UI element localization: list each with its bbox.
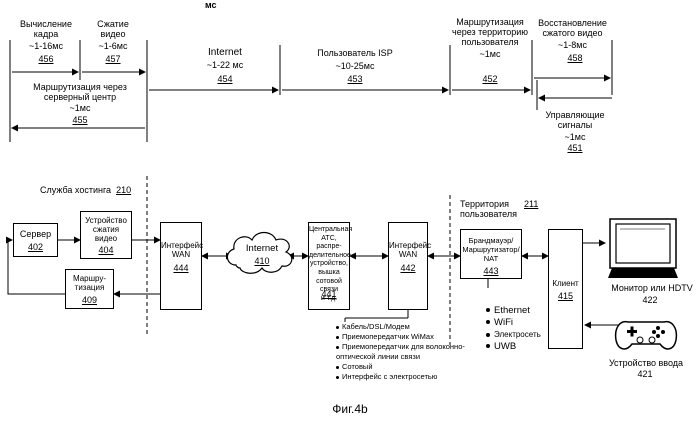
timing-isp-num: 453 (345, 74, 365, 84)
timing-compress-label: Сжатие видео (88, 19, 138, 39)
timing-compress-num: 457 (103, 54, 123, 64)
timing-compress-time: ~1-6мс (88, 41, 138, 51)
home-link-item: Электросеть (486, 329, 541, 341)
timing-user-routing-num: 452 (480, 74, 500, 84)
server-block: Сервер 402 (13, 223, 58, 257)
input-device-label: Устройство ввода (600, 358, 692, 368)
wan-type-item: Приемопередатчик для волоконно- оптическ… (336, 342, 465, 362)
client-block: Клиент 415 (548, 229, 583, 349)
timing-control-label: Управляющие сигналы (540, 110, 610, 130)
input-device-num: 421 (630, 369, 660, 379)
wan-type-item: Сотовый (336, 362, 465, 372)
timing-user-routing-time: ~1мс (470, 49, 510, 59)
home-links-list: Ethernet WiFi Электросеть UWB (486, 305, 541, 353)
section-hosting-label: Служба хостинга 210 (40, 185, 131, 195)
routing-block: Маршру- тизация 409 (65, 269, 114, 309)
home-link-item: WiFi (486, 317, 541, 329)
gamepad-icon (616, 322, 677, 349)
timing-frame-num: 456 (36, 54, 56, 64)
timing-internet-time: ~1-22 мс (190, 60, 260, 70)
wan-type-item: Приемопередатчик WiMax (336, 332, 465, 342)
wan-interface-442: Интерфейс WAN 442 (388, 222, 428, 310)
timing-control-num: 451 (565, 143, 585, 153)
timing-routing-time: ~1мс (60, 103, 100, 113)
internet-label: Internet (238, 244, 286, 254)
monitor-label: Монитор или HDTV (606, 283, 698, 293)
home-link-item: Ethernet (486, 305, 541, 317)
wan-types-list: Кабель/DSL/Модем Приемопередатчик WiMax … (336, 322, 465, 382)
timing-isp-label: Пользователь ISP (305, 48, 405, 58)
wan-type-item: Интерфейс с электросетью (336, 372, 465, 382)
timing-user-routing-label: Маршрутизация через территорию пользоват… (452, 17, 528, 47)
timing-isp-time: ~10-25мс (320, 61, 390, 71)
home-link-item: UWB (486, 341, 541, 353)
wan-interface-444: Интерфейс WAN 444 (160, 222, 202, 310)
monitor-icon (608, 219, 678, 278)
timing-decompress-label: Восстановление сжатого видео (535, 18, 610, 38)
timing-decompress-num: 458 (565, 53, 585, 63)
monitor-num: 422 (635, 295, 665, 305)
figure-caption: Фиг.4b (320, 402, 380, 416)
timing-routing-label: Маршрутизация через серверный центр (20, 82, 140, 102)
internet-num: 410 (252, 256, 272, 266)
timing-frame-time: ~1-16мс (16, 41, 76, 51)
wan-type-item: Кабель/DSL/Модем (336, 322, 465, 332)
compressor-block: Устройство сжатия видео 404 (80, 211, 132, 259)
timing-control-time: ~1мс (555, 132, 595, 142)
timing-routing-num: 455 (70, 115, 90, 125)
timing-internet-num: 454 (215, 74, 235, 84)
timing-internet-label: Internet (190, 48, 260, 58)
firewall-router-block: Брандмауэр/ Маршрутизатор/ NAT 443 (460, 229, 522, 279)
top-unit-label: мс (205, 0, 217, 10)
section-user-num: 211 (524, 199, 538, 209)
timing-decompress-time: ~1-8мс (545, 40, 600, 50)
timing-frame-label: Вычисление кадра (16, 19, 76, 39)
central-office-block: Центральная АТС, распре- делительное уст… (308, 222, 350, 310)
